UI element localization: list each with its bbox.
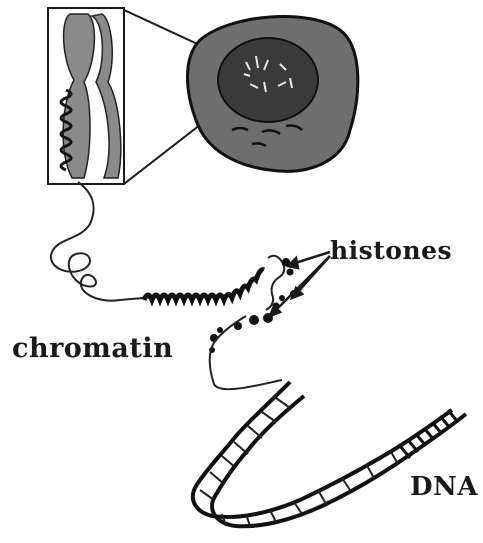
chromatin-label: chromatin: [12, 333, 173, 364]
histones-label: histones: [330, 236, 452, 265]
cell-icon: [188, 17, 358, 172]
chromatin-fiber: [51, 182, 284, 310]
dna-label: DNA: [410, 472, 478, 502]
linker-dna: [210, 316, 282, 389]
dna-helix-icon: [193, 382, 466, 526]
chromosome-icon: [61, 14, 121, 178]
histones-pointers: [270, 252, 330, 316]
nucleus: [218, 38, 318, 122]
chromosome-inset: [48, 8, 124, 184]
